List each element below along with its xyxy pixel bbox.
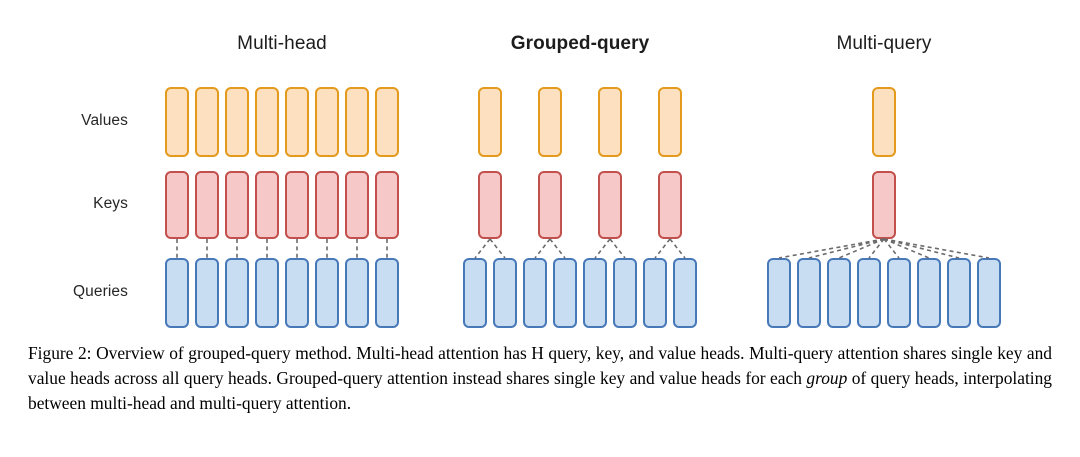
attention-connector-multi-query-k1-q6 <box>883 238 930 259</box>
caption-text-part-2: of query heads, interpolating between mu… <box>28 368 1053 414</box>
value-head-box-multi-query-1 <box>872 87 896 157</box>
query-head-box-multi-head-4 <box>255 258 279 328</box>
key-head-box-grouped-query-1 <box>478 171 502 239</box>
value-head-box-grouped-query-3 <box>598 87 622 157</box>
query-head-box-grouped-query-3 <box>523 258 547 328</box>
query-head-box-multi-head-3 <box>225 258 249 328</box>
diagram-canvas <box>165 87 1001 328</box>
query-head-box-grouped-query-1 <box>463 258 487 328</box>
attention-connector-grouped-query-k3-q5 <box>594 238 611 259</box>
key-head-box-multi-query-1 <box>872 171 896 239</box>
query-head-box-multi-query-5 <box>887 258 911 328</box>
value-head-box-multi-head-1 <box>165 87 189 157</box>
attention-connector-grouped-query-k4-q8 <box>669 238 686 259</box>
query-head-box-multi-query-7 <box>947 258 971 328</box>
attention-connector-multi-query-k1-q3 <box>838 238 885 259</box>
query-head-box-grouped-query-4 <box>553 258 577 328</box>
query-head-box-multi-head-6 <box>315 258 339 328</box>
query-head-box-multi-head-7 <box>345 258 369 328</box>
attention-connector-grouped-query-k3-q6 <box>609 238 626 259</box>
query-head-box-grouped-query-5 <box>583 258 607 328</box>
key-head-box-multi-head-5 <box>285 171 309 239</box>
query-head-box-grouped-query-7 <box>643 258 667 328</box>
query-head-box-multi-query-2 <box>797 258 821 328</box>
key-head-box-multi-head-3 <box>225 171 249 239</box>
query-head-box-multi-query-3 <box>827 258 851 328</box>
query-head-box-grouped-query-8 <box>673 258 697 328</box>
value-head-box-multi-head-2 <box>195 87 219 157</box>
value-head-box-grouped-query-1 <box>478 87 502 157</box>
value-head-box-multi-head-7 <box>345 87 369 157</box>
query-head-box-multi-head-8 <box>375 258 399 328</box>
value-head-box-multi-head-3 <box>225 87 249 157</box>
caption-text-part-1: Overview of grouped-query method. Multi-… <box>28 343 1052 389</box>
key-head-box-multi-head-7 <box>345 171 369 239</box>
key-head-box-multi-head-1 <box>165 171 189 239</box>
key-head-box-multi-head-2 <box>195 171 219 239</box>
query-head-box-multi-query-4 <box>857 258 881 328</box>
figure-caption: Figure 2: Overview of grouped-query meth… <box>28 341 1052 417</box>
panel-title-multi-head: Multi-head <box>237 33 327 54</box>
value-head-box-multi-head-5 <box>285 87 309 157</box>
attention-connector-grouped-query-k1-q1 <box>474 238 491 259</box>
caption-italic-group: group <box>806 368 848 389</box>
attention-variants-diagram: Multi-head Grouped-query Multi-query Value… <box>73 33 1001 328</box>
value-head-box-multi-head-4 <box>255 87 279 157</box>
query-head-box-multi-query-8 <box>977 258 1001 328</box>
row-label-values: Values <box>81 112 128 129</box>
value-head-box-grouped-query-4 <box>658 87 682 157</box>
query-head-box-grouped-query-2 <box>493 258 517 328</box>
key-head-box-grouped-query-2 <box>538 171 562 239</box>
query-head-box-multi-query-6 <box>917 258 941 328</box>
key-head-box-grouped-query-3 <box>598 171 622 239</box>
attention-connector-multi-query-k1-q7 <box>883 238 960 259</box>
attention-connector-multi-query-k1-q1 <box>778 238 885 259</box>
key-head-box-multi-head-6 <box>315 171 339 239</box>
panel-title-grouped-query: Grouped-query <box>510 33 650 54</box>
attention-connector-grouped-query-k2-q3 <box>534 238 551 259</box>
value-head-box-grouped-query-2 <box>538 87 562 157</box>
value-head-box-multi-head-6 <box>315 87 339 157</box>
key-head-box-multi-head-4 <box>255 171 279 239</box>
row-label-keys: Keys <box>93 195 128 212</box>
attention-connector-grouped-query-k4-q7 <box>654 238 671 259</box>
attention-connector-grouped-query-k1-q2 <box>489 238 506 259</box>
key-head-box-multi-head-8 <box>375 171 399 239</box>
attention-connector-multi-query-k1-q8 <box>883 238 990 259</box>
panel-title-multi-query: Multi-query <box>836 33 932 54</box>
caption-figure-number: Figure 2 <box>28 343 87 363</box>
query-head-box-grouped-query-6 <box>613 258 637 328</box>
attention-connector-grouped-query-k2-q4 <box>549 238 566 259</box>
value-head-box-multi-head-8 <box>375 87 399 157</box>
key-head-box-grouped-query-4 <box>658 171 682 239</box>
row-label-queries: Queries <box>73 283 128 300</box>
caption-separator: : <box>86 343 97 363</box>
attention-connector-multi-query-k1-q2 <box>808 238 885 259</box>
query-head-box-multi-query-1 <box>767 258 791 328</box>
query-head-box-multi-head-5 <box>285 258 309 328</box>
query-head-box-multi-head-1 <box>165 258 189 328</box>
query-head-box-multi-head-2 <box>195 258 219 328</box>
